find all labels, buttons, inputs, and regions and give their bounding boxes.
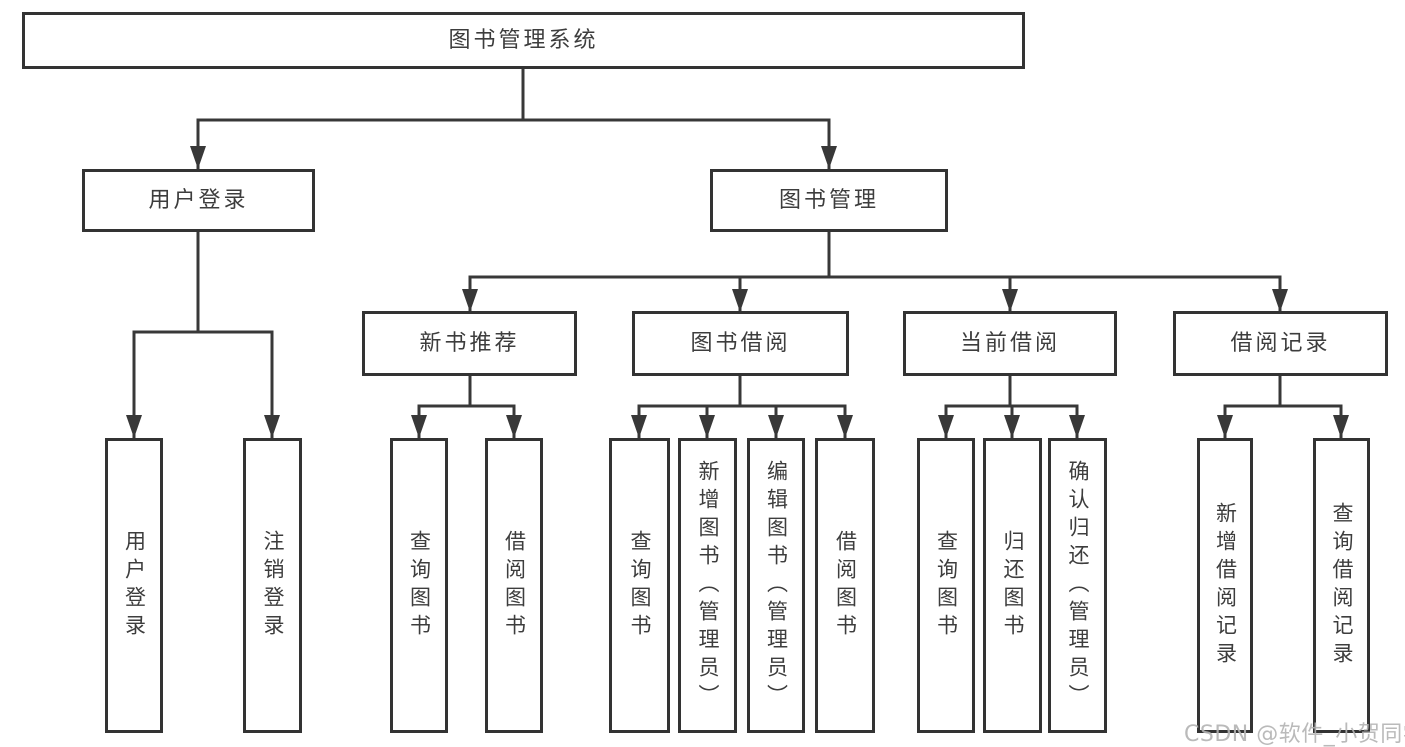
leaf-rec-query-books-label: 查询图书 — [407, 529, 432, 642]
leaf-logout: 注销登录 — [243, 438, 302, 733]
leaf-bb-add-books-admin-label: 新增图书（管理员） — [696, 459, 720, 712]
leaf-user-login: 用户登录 — [105, 438, 163, 733]
leaf-bb-edit-books-admin-label: 编辑图书（管理员） — [764, 459, 789, 712]
leaf-br-query-record: 查询借阅记录 — [1313, 438, 1370, 733]
leaf-rec-borrow-books: 借阅图书 — [485, 438, 543, 733]
connector-elbows — [132, 69, 1343, 438]
leaf-br-add-record: 新增借阅记录 — [1197, 438, 1253, 733]
leaf-cb-query-books: 查询图书 — [917, 438, 975, 733]
csdn-watermark: CSDN @软件_小贺同学 — [1184, 722, 1405, 747]
node-current-borrow: 当前借阅 — [903, 311, 1117, 376]
leaf-bb-add-books-admin: 新增图书（管理员） — [678, 438, 737, 733]
leaf-br-query-record-label: 查询借阅记录 — [1330, 501, 1354, 670]
leaf-cb-query-books-label: 查询图书 — [934, 529, 959, 642]
leaf-cb-return-books-label: 归还图书 — [1001, 529, 1025, 642]
leaf-cb-confirm-return-admin: 确认归还（管理员） — [1048, 438, 1107, 733]
leaf-bb-query-books: 查询图书 — [609, 438, 670, 733]
leaf-cb-return-books: 归还图书 — [983, 438, 1042, 733]
node-new-book-recommend-label: 新书推荐 — [419, 330, 520, 356]
node-user-login: 用户登录 — [82, 169, 315, 232]
leaf-cb-confirm-return-admin-label: 确认归还（管理员） — [1066, 459, 1090, 712]
leaf-rec-query-books: 查询图书 — [390, 438, 448, 733]
node-borrow-records-label: 借阅记录 — [1230, 330, 1331, 356]
leaf-br-add-record-label: 新增借阅记录 — [1213, 501, 1238, 670]
leaf-bb-edit-books-admin: 编辑图书（管理员） — [747, 438, 805, 733]
node-book-borrow-label: 图书借阅 — [690, 330, 791, 356]
node-root: 图书管理系统 — [22, 12, 1025, 69]
leaf-bb-borrow-books-label: 借阅图书 — [833, 529, 858, 642]
leaf-rec-borrow-books-label: 借阅图书 — [502, 529, 527, 642]
leaf-user-login-label: 用户登录 — [122, 529, 147, 642]
node-new-book-recommend: 新书推荐 — [362, 311, 577, 376]
node-borrow-records: 借阅记录 — [1173, 311, 1388, 376]
node-book-borrow: 图书借阅 — [632, 311, 849, 376]
node-book-mgmt-label: 图书管理 — [778, 187, 879, 213]
leaf-logout-label: 注销登录 — [261, 529, 285, 642]
node-root-label: 图书管理系统 — [448, 27, 599, 53]
leaf-bb-query-books-label: 查询图书 — [628, 529, 652, 642]
node-book-mgmt: 图书管理 — [710, 169, 948, 232]
node-current-borrow-label: 当前借阅 — [959, 330, 1060, 356]
leaf-bb-borrow-books: 借阅图书 — [815, 438, 875, 733]
node-user-login-label: 用户登录 — [148, 187, 249, 213]
